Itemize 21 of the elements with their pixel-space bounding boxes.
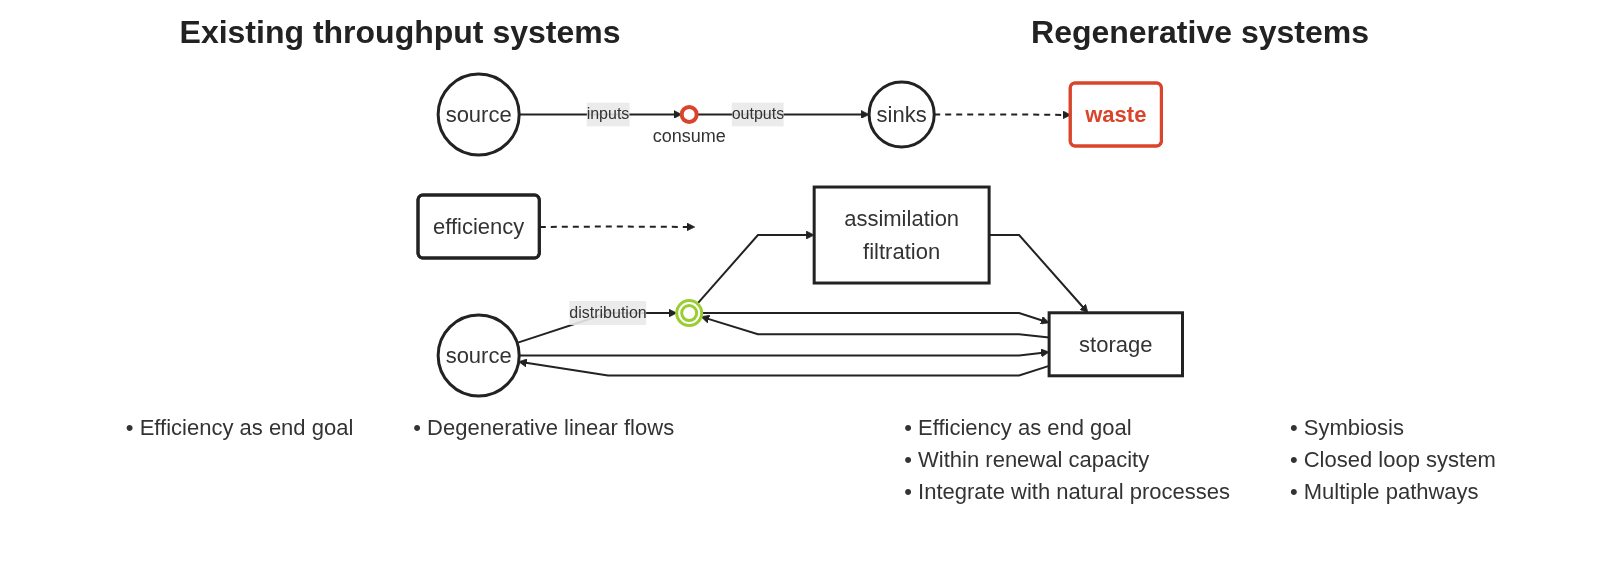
edge-label: inputs [586,105,630,123]
edge-label: distribution [569,304,647,322]
bullet-point: • Multiple pathways [1289,479,1480,505]
node-circle: source [436,72,521,157]
bullet-point: • Closed loop system [1289,447,1496,473]
node-caption: consume [652,125,726,146]
bullet-point: • Within renewal capacity [904,447,1151,473]
node-circle [679,104,699,124]
node-box: storage [1047,311,1184,378]
bullet-point: • Degenerative linear flows [413,415,675,441]
node-box: assimilation filtration [812,185,991,285]
bullet-point: • Symbiosis [1289,415,1405,441]
node-circle [674,299,703,328]
bullet-point: • Efficiency as end goal [125,415,354,441]
node-circle: sinks [867,80,936,149]
bullet-point: • Efficiency as end goal [904,415,1133,441]
node-circle: source [436,313,521,398]
bullet-point: • Integrate with natural processes [904,479,1230,505]
edge-label: outputs [731,105,784,123]
panel-heading: Existing throughput systems [179,14,621,51]
panel-heading: Regenerative systems [1031,14,1369,51]
